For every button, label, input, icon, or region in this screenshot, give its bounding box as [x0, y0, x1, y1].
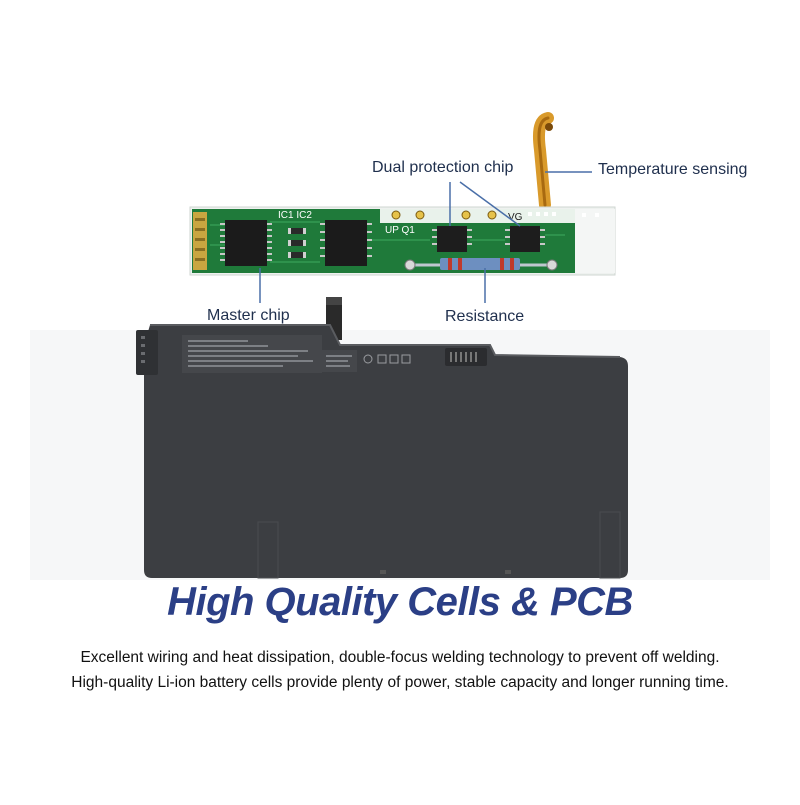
callout-dual-protection-chip: Dual protection chip	[372, 159, 514, 176]
battery-side-connector	[136, 330, 158, 375]
description-line-2: High-quality Li-ion battery cells provid…	[71, 674, 729, 691]
protection-mosfet-2	[505, 226, 545, 252]
description-line-1: Excellent wiring and heat dissipation, d…	[80, 649, 720, 666]
pcb-board: IC1 IC2 UP Q1 VG	[189, 206, 616, 276]
certification-icons	[363, 354, 411, 364]
master-chip-ic	[220, 220, 272, 266]
temperature-sensor-cable	[533, 112, 554, 211]
pcb-q-labels: UP Q1	[385, 225, 415, 236]
headline: High Quality Cells & PCB	[167, 580, 633, 624]
callout-resistance: Resistance	[445, 308, 525, 325]
pcb-ic-labels: IC1 IC2	[278, 210, 312, 221]
battery-pack	[136, 297, 628, 579]
pcb-vg-label: VG	[508, 212, 523, 223]
secondary-chip-ic	[320, 220, 372, 266]
callout-temperature-sensing: Temperature sensing	[598, 161, 748, 178]
callout-master-chip: Master chip	[207, 307, 290, 324]
callout-lines	[259, 171, 592, 303]
sense-resistor	[404, 258, 558, 271]
protection-mosfet-1	[432, 226, 472, 252]
